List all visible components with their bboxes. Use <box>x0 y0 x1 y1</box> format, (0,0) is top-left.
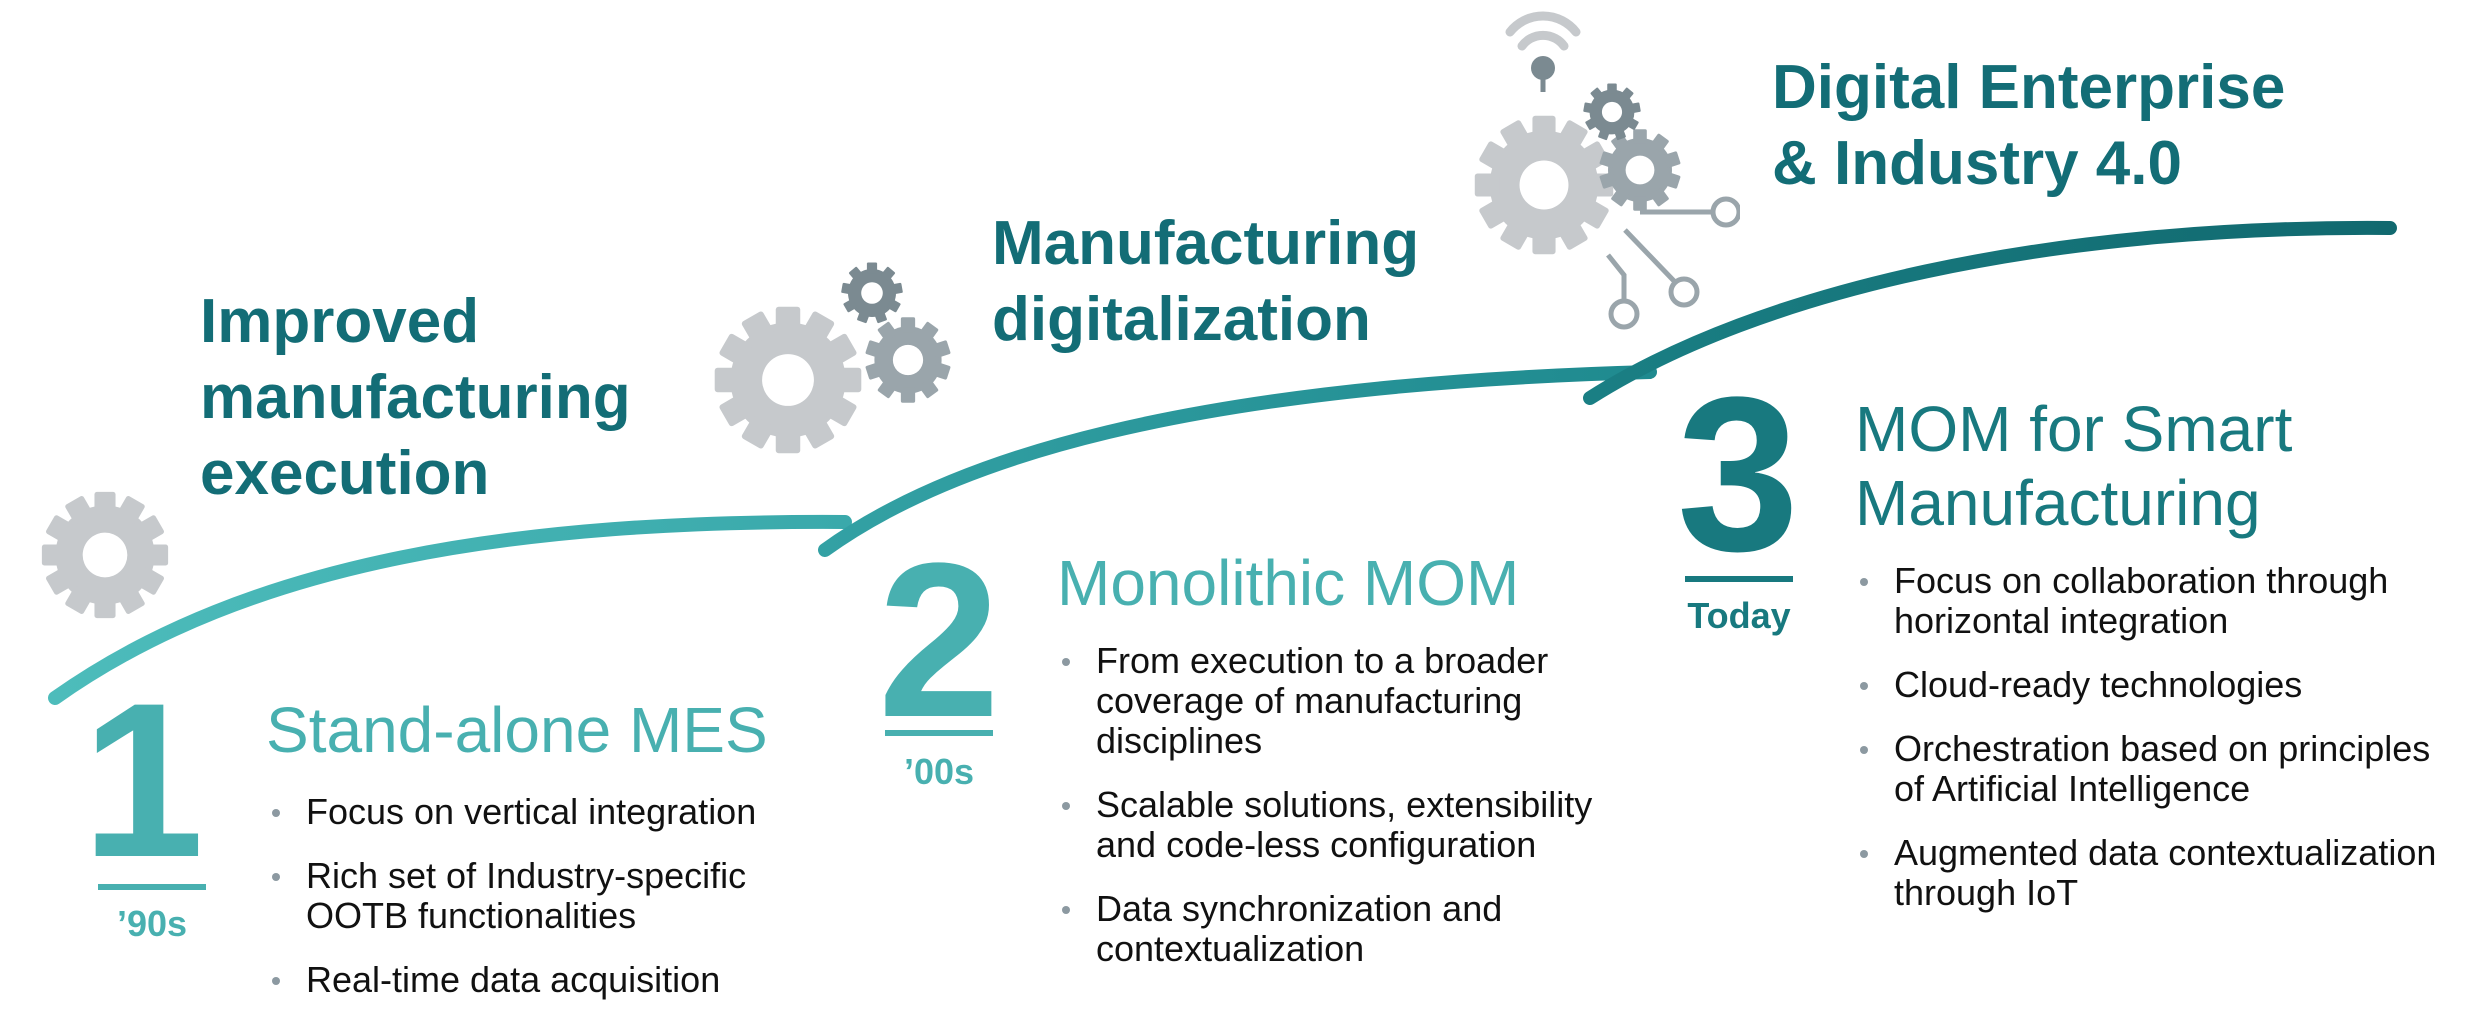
stage-date-3: Today <box>1687 595 1791 636</box>
bullet-item: Real-time data acquisition <box>268 960 756 1000</box>
timeline-curve-1 <box>48 514 852 705</box>
wifi-signal-icon <box>1505 11 1581 92</box>
era-title-3: Digital Enterprise & Industry 4.0 <box>1772 53 2286 198</box>
bullet-item: Focus on vertical integration <box>268 792 756 832</box>
stage-bullets-1: Focus on vertical integration Rich set o… <box>268 792 756 1024</box>
bullet-item: Cloud-ready technologies <box>1856 665 2436 705</box>
era-title-1: Improved manufacturing execution <box>200 287 631 508</box>
stage-date-1: ’90s <box>116 903 188 944</box>
stage-title-2: Monolithic MOM <box>1057 547 1520 619</box>
iot-gear-circuit-icon <box>1474 11 1740 330</box>
stage-title-3: MOM for Smart Manufacturing <box>1855 393 2293 539</box>
gear-cluster-icon <box>714 262 951 454</box>
stage-number-3: 3 <box>1676 351 1800 597</box>
stage-title-1: Stand-alone MES <box>266 694 768 766</box>
stage-number-2: 2 <box>877 517 1001 763</box>
stage-divider-3 <box>1685 576 1793 582</box>
stage-date-2: ’00s <box>903 751 975 792</box>
timeline-curve-3 <box>1583 220 2397 405</box>
circuit-lines <box>1606 196 1740 330</box>
gear-icon <box>41 491 169 619</box>
timeline-curves <box>48 220 2397 705</box>
stage-divider-2 <box>885 730 993 736</box>
stage-divider-1 <box>98 884 206 890</box>
timeline-curve-2 <box>818 365 1657 557</box>
era-title-2: Manufacturing digitalization <box>992 209 1420 354</box>
stage-number-1: 1 <box>81 657 205 903</box>
